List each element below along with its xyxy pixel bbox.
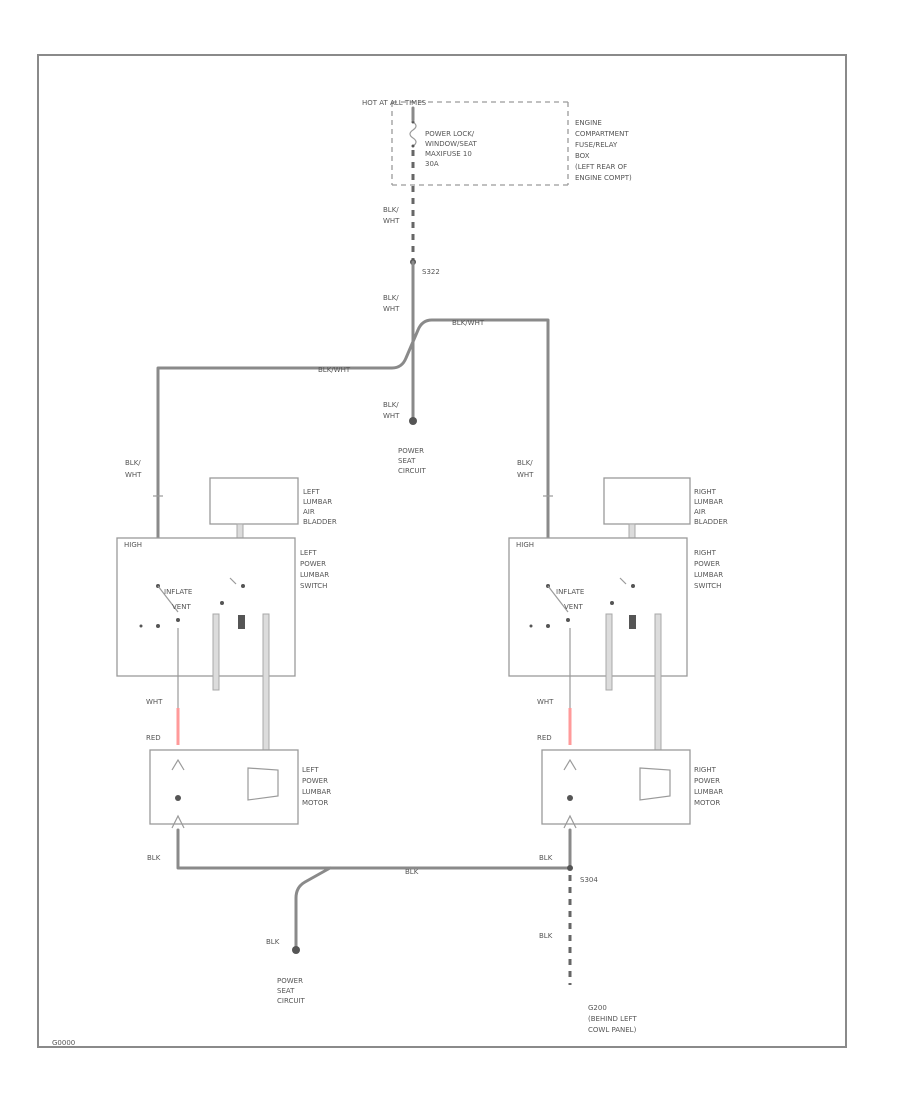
power-seat-terminal-bottom	[292, 946, 300, 954]
right-inflate-label: INFLATE	[556, 588, 584, 596]
right-lumbar-air-bladder	[603, 477, 691, 525]
splice-s304-dot	[567, 865, 573, 871]
fuse-box-region: HOT AT ALL TIMES POWER LOCK/ WINDOW/SEAT…	[362, 99, 632, 186]
left-branch-label: BLK/WHT	[318, 366, 351, 374]
right-vent-label: VENT	[564, 603, 583, 611]
top-wire-1-label: BLK/ WHT	[383, 206, 401, 225]
left-motor-label: LEFT POWER LUMBAR MOTOR	[302, 766, 333, 807]
splice-s304-label: S304	[580, 876, 598, 884]
right-branch-label: BLK/WHT	[452, 319, 485, 327]
right-motor-symbol	[563, 758, 671, 829]
left-motor-symbol	[171, 758, 279, 829]
left-power-lumbar-motor	[149, 749, 299, 825]
right-switch-tag: HIGH	[516, 541, 534, 549]
left-red-label: RED	[146, 734, 161, 742]
left-switch-contacts	[139, 577, 245, 629]
power-seat-terminal-top	[409, 417, 417, 425]
right-bladder-label: RIGHT LUMBAR AIR BLADDER	[694, 488, 728, 526]
right-switch-contacts	[529, 577, 636, 629]
top-wire-2-label: BLK/ WHT	[383, 294, 401, 313]
left-switch-label: LEFT POWER LUMBAR SWITCH	[300, 549, 331, 590]
left-inflate-label: INFLATE	[164, 588, 192, 596]
right-power-lumbar-motor	[541, 749, 691, 825]
splice-s322-label: S322	[422, 268, 440, 276]
left-switch-tag: HIGH	[124, 541, 142, 549]
right-red-label: RED	[537, 734, 552, 742]
right-wht-label: WHT	[537, 698, 554, 706]
fuse-symbol	[409, 120, 417, 148]
power-seat-bottom-label: POWER SEAT CIRCUIT	[277, 977, 306, 1005]
bottom-ground-bus	[176, 828, 572, 870]
power-seat-top-label: POWER SEAT CIRCUIT	[398, 447, 427, 475]
bottom-bus-label: BLK	[405, 868, 419, 876]
hot-at-all-times-label: HOT AT ALL TIMES	[362, 99, 427, 107]
right-switch-label: RIGHT POWER LUMBAR SWITCH	[694, 549, 725, 590]
left-branch-wire	[156, 318, 550, 512]
left-vent-label: VENT	[172, 603, 191, 611]
right-gnd-wire-label: BLK	[539, 854, 553, 862]
left-bladder-label: LEFT LUMBAR AIR BLADDER	[303, 488, 337, 526]
center-stub-label: BLK/ WHT	[383, 401, 401, 420]
left-wire-label: BLK/ WHT	[125, 459, 143, 479]
figure-number: G0000	[52, 1039, 75, 1047]
left-lumbar-air-bladder	[209, 477, 299, 525]
fuse-box-location-label: ENGINE COMPARTMENT FUSE/RELAY BOX (LEFT …	[575, 119, 632, 182]
fuse-label: POWER LOCK/ WINDOW/SEAT MAXIFUSE 10 30A	[425, 130, 479, 168]
left-wht-label: WHT	[146, 698, 163, 706]
ground-stub-wire	[294, 866, 332, 950]
lower-dashed-label: BLK	[539, 932, 553, 940]
main-feed-wire	[409, 106, 417, 425]
ground-location-label: G200 (BEHIND LEFT COWL PANEL)	[588, 1004, 639, 1034]
left-gnd-wire-label: BLK	[147, 854, 161, 862]
right-wire-label: BLK/ WHT	[517, 459, 535, 479]
diagram-frame	[37, 54, 847, 1048]
right-motor-label: RIGHT POWER LUMBAR MOTOR	[694, 766, 725, 807]
ground-stub-label: BLK	[266, 938, 280, 946]
